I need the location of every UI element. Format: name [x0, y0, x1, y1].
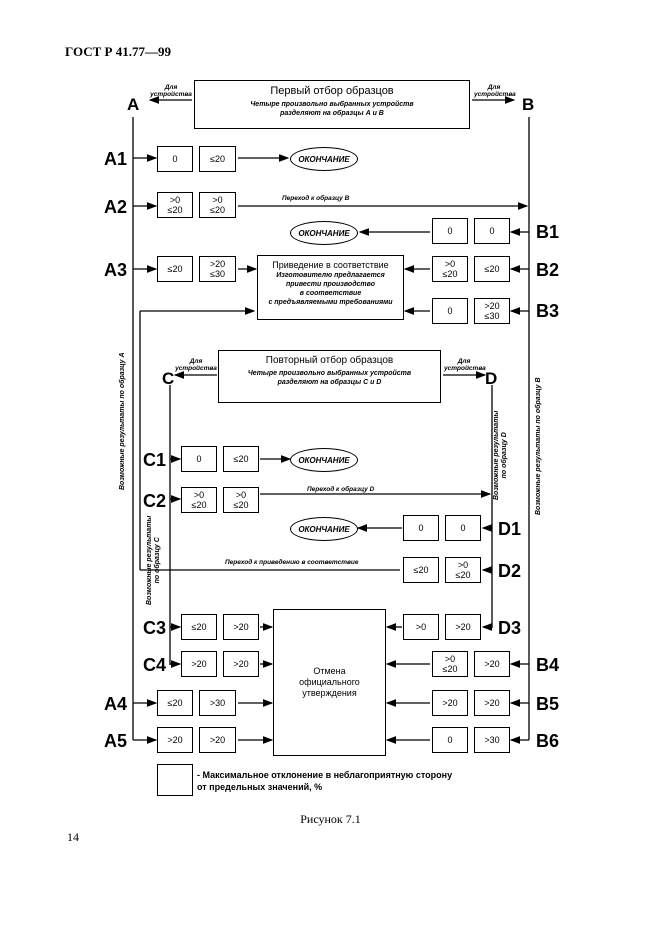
second-right-device-label: Для устройства: [444, 358, 486, 372]
value-box-b3-1: 0: [432, 298, 468, 324]
row-label-b3: B3: [536, 301, 560, 321]
corner-label-b: B: [522, 95, 535, 114]
value-box-d2-1: ≤20: [403, 557, 439, 583]
row-label-c4: C4: [143, 655, 167, 675]
second-sampling-subtitle: Четыре произвольно выбранных устройств р…: [247, 370, 412, 386]
first-sampling-subtitle: Четыре произвольно выбранных устройств р…: [250, 101, 414, 117]
row-label-a3: A3: [104, 260, 128, 280]
value-box-d3-2: >20: [445, 614, 481, 640]
conformity-subtitle: Изготовителю предлагается привести произ…: [268, 272, 393, 306]
figure-caption: Рисунок 7.1: [300, 812, 361, 826]
first-sampling-box: Первый отбор образцов Четыре произвольно…: [194, 80, 470, 129]
value-box-a4-2: >30: [199, 690, 236, 716]
second-sampling-title: Повторный отбор образцов: [265, 355, 394, 366]
row-label-d3: D3: [498, 618, 522, 638]
top-left-device-label: Для устройства: [150, 84, 192, 98]
value-box-d1-2: 0: [445, 515, 481, 541]
value-box-c2-2: >0 ≤20: [223, 487, 259, 513]
row-label-a4: A4: [104, 694, 128, 714]
row-label-c2: C2: [143, 491, 167, 511]
row-label-a5: A5: [104, 731, 128, 751]
end-ellipse-b1: ОКОНЧАНИЕ: [290, 221, 358, 245]
value-box-a3-2: >20 ≤30: [199, 256, 236, 282]
value-box-a2-2: >0 ≤20: [199, 192, 236, 218]
row-label-a1: A1: [104, 149, 128, 169]
vertical-label-d: Возможные результаты по образцу D: [493, 410, 508, 500]
row-label-b2: B2: [536, 260, 560, 280]
value-box-c2-1: >0 ≤20: [181, 487, 217, 513]
value-box-a2-1: >0 ≤20: [157, 192, 193, 218]
value-box-b1-2: 0: [474, 218, 510, 244]
corner-label-a: A: [127, 95, 140, 114]
value-box-c1-1: 0: [181, 446, 217, 472]
row-label-c1: C1: [143, 450, 167, 470]
row-label-b4: B4: [536, 655, 560, 675]
value-box-b3-2: >20 ≤30: [474, 298, 510, 324]
legend-swatch: [157, 764, 193, 796]
end-ellipse-a1: ОКОНЧАНИЕ: [290, 147, 358, 171]
value-box-c1-2: ≤20: [223, 446, 259, 472]
value-box-c4-2: >20: [223, 651, 259, 677]
vertical-label-a: Возможные результаты по образцу А: [119, 352, 126, 490]
value-box-b6-2: >30: [474, 727, 510, 753]
row-label-b5: B5: [536, 694, 560, 714]
row-label-a2: A2: [104, 197, 128, 217]
row-label-b1: B1: [536, 222, 560, 242]
conformity-title: Приведение в соответствие: [272, 260, 389, 270]
value-box-b5-1: >20: [432, 690, 468, 716]
value-box-a4-1: ≤20: [157, 690, 193, 716]
go-to-d-label: Переход к образцу D: [307, 486, 375, 493]
value-box-a1-1: 0: [157, 146, 193, 172]
legend-text: - Максимальное отклонение в неблагоприят…: [197, 770, 453, 792]
document-header: ГОСТ Р 41.77—99: [65, 44, 171, 59]
value-box-b6-1: 0: [432, 727, 468, 753]
value-box-c4-1: >20: [181, 651, 217, 677]
top-right-device-label: Для устройства: [474, 84, 516, 98]
vertical-label-b: Возможные результаты по образцу В: [535, 377, 542, 515]
value-box-d3-1: >0: [403, 614, 439, 640]
value-box-b4-2: >20: [474, 651, 510, 677]
value-box-d2-2: >0 ≤20: [445, 557, 481, 583]
row-label-d1: D1: [498, 519, 522, 539]
row-label-b6: B6: [536, 731, 560, 751]
cancel-approval-box: Отмена официального утверждения: [273, 609, 386, 756]
value-box-b2-2: ≤20: [474, 256, 510, 282]
value-box-b5-2: >20: [474, 690, 510, 716]
value-box-a3-1: ≤20: [157, 256, 193, 282]
row-label-c3: C3: [143, 618, 167, 638]
value-box-c3-2: >20: [223, 614, 259, 640]
value-box-b4-1: >0 ≤20: [432, 651, 468, 677]
second-sampling-box: Повторный отбор образцов Четыре произвол…: [218, 350, 441, 403]
value-box-d1-1: 0: [403, 515, 439, 541]
value-box-a5-1: >20: [157, 727, 193, 753]
end-ellipse-d1: ОКОНЧАНИЕ: [290, 517, 358, 541]
second-left-device-label: Для устройства: [175, 358, 217, 372]
page-number: 14: [67, 830, 79, 844]
end-ellipse-c1: ОКОНЧАНИЕ: [290, 448, 358, 472]
conformity-box: Приведение в соответствие Изготовителю п…: [257, 255, 404, 320]
first-sampling-title: Первый отбор образцов: [270, 85, 394, 97]
value-box-b2-1: >0 ≤20: [432, 256, 468, 282]
go-to-b-label: Переход к образцу В: [282, 195, 350, 202]
value-box-a5-2: >20: [199, 727, 236, 753]
corner-label-d: D: [485, 369, 498, 388]
corner-label-c: C: [162, 369, 175, 388]
value-box-b1-1: 0: [432, 218, 468, 244]
go-to-conformity-label: Переход к приведению в соответствие: [225, 559, 359, 566]
vertical-label-c: Возможные результаты по образцу С: [146, 515, 161, 605]
value-box-a1-2: ≤20: [199, 146, 236, 172]
row-label-d2: D2: [498, 561, 522, 581]
value-box-c3-1: ≤20: [181, 614, 217, 640]
